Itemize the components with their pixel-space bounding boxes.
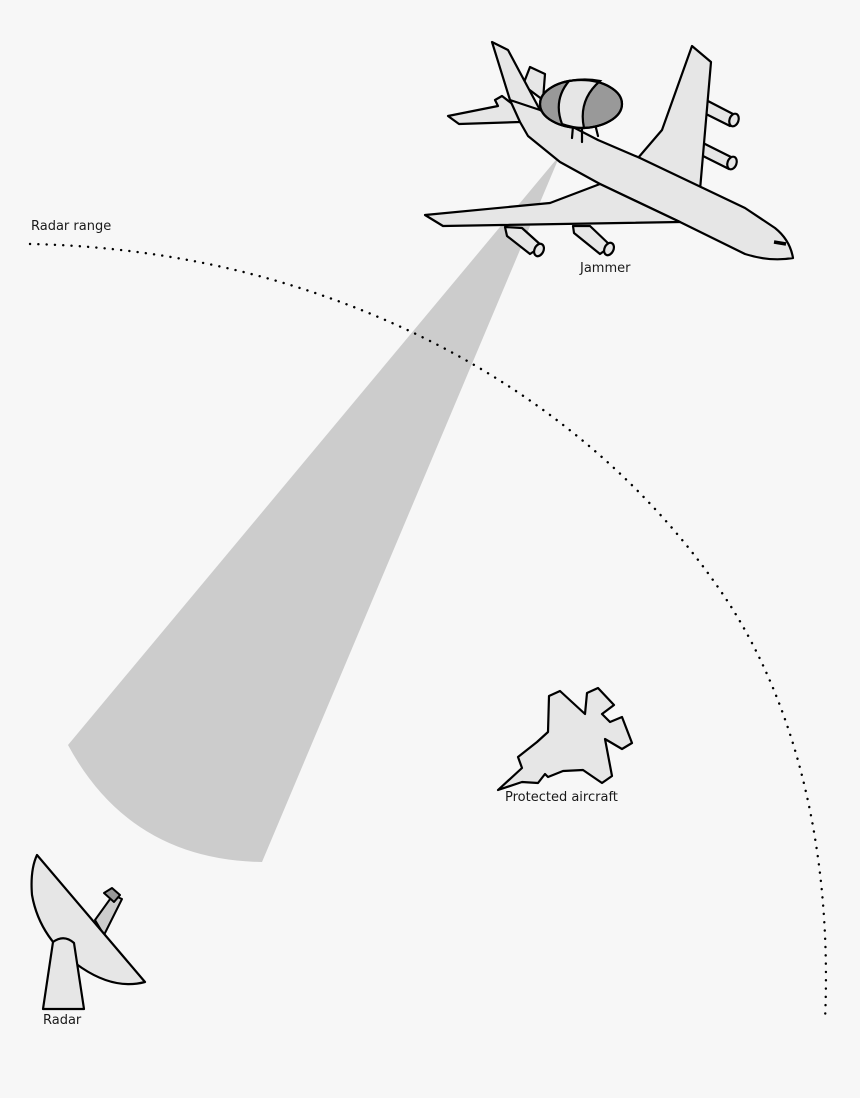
radar-feed-horn	[103, 887, 121, 903]
jamming-beam	[68, 155, 560, 862]
fuselage	[508, 98, 795, 261]
right-wing-engines	[699, 98, 740, 171]
radar-dish-icon	[30, 853, 147, 1011]
rotodome-icon	[538, 78, 624, 130]
jammer-label: Jammer	[580, 261, 631, 276]
cockpit-line	[773, 240, 787, 246]
jammer-aircraft-icon	[423, 40, 795, 261]
left-wing-engines	[503, 224, 616, 258]
protected-aircraft-icon	[496, 686, 634, 792]
radar-label: Radar	[43, 1013, 82, 1028]
radar-pedestal	[41, 937, 86, 1011]
radar-range-label: Radar range	[31, 219, 112, 234]
left-wing	[423, 182, 682, 228]
protected-aircraft-label: Protected aircraft	[505, 790, 618, 805]
vertical-stabilizer	[521, 65, 547, 102]
